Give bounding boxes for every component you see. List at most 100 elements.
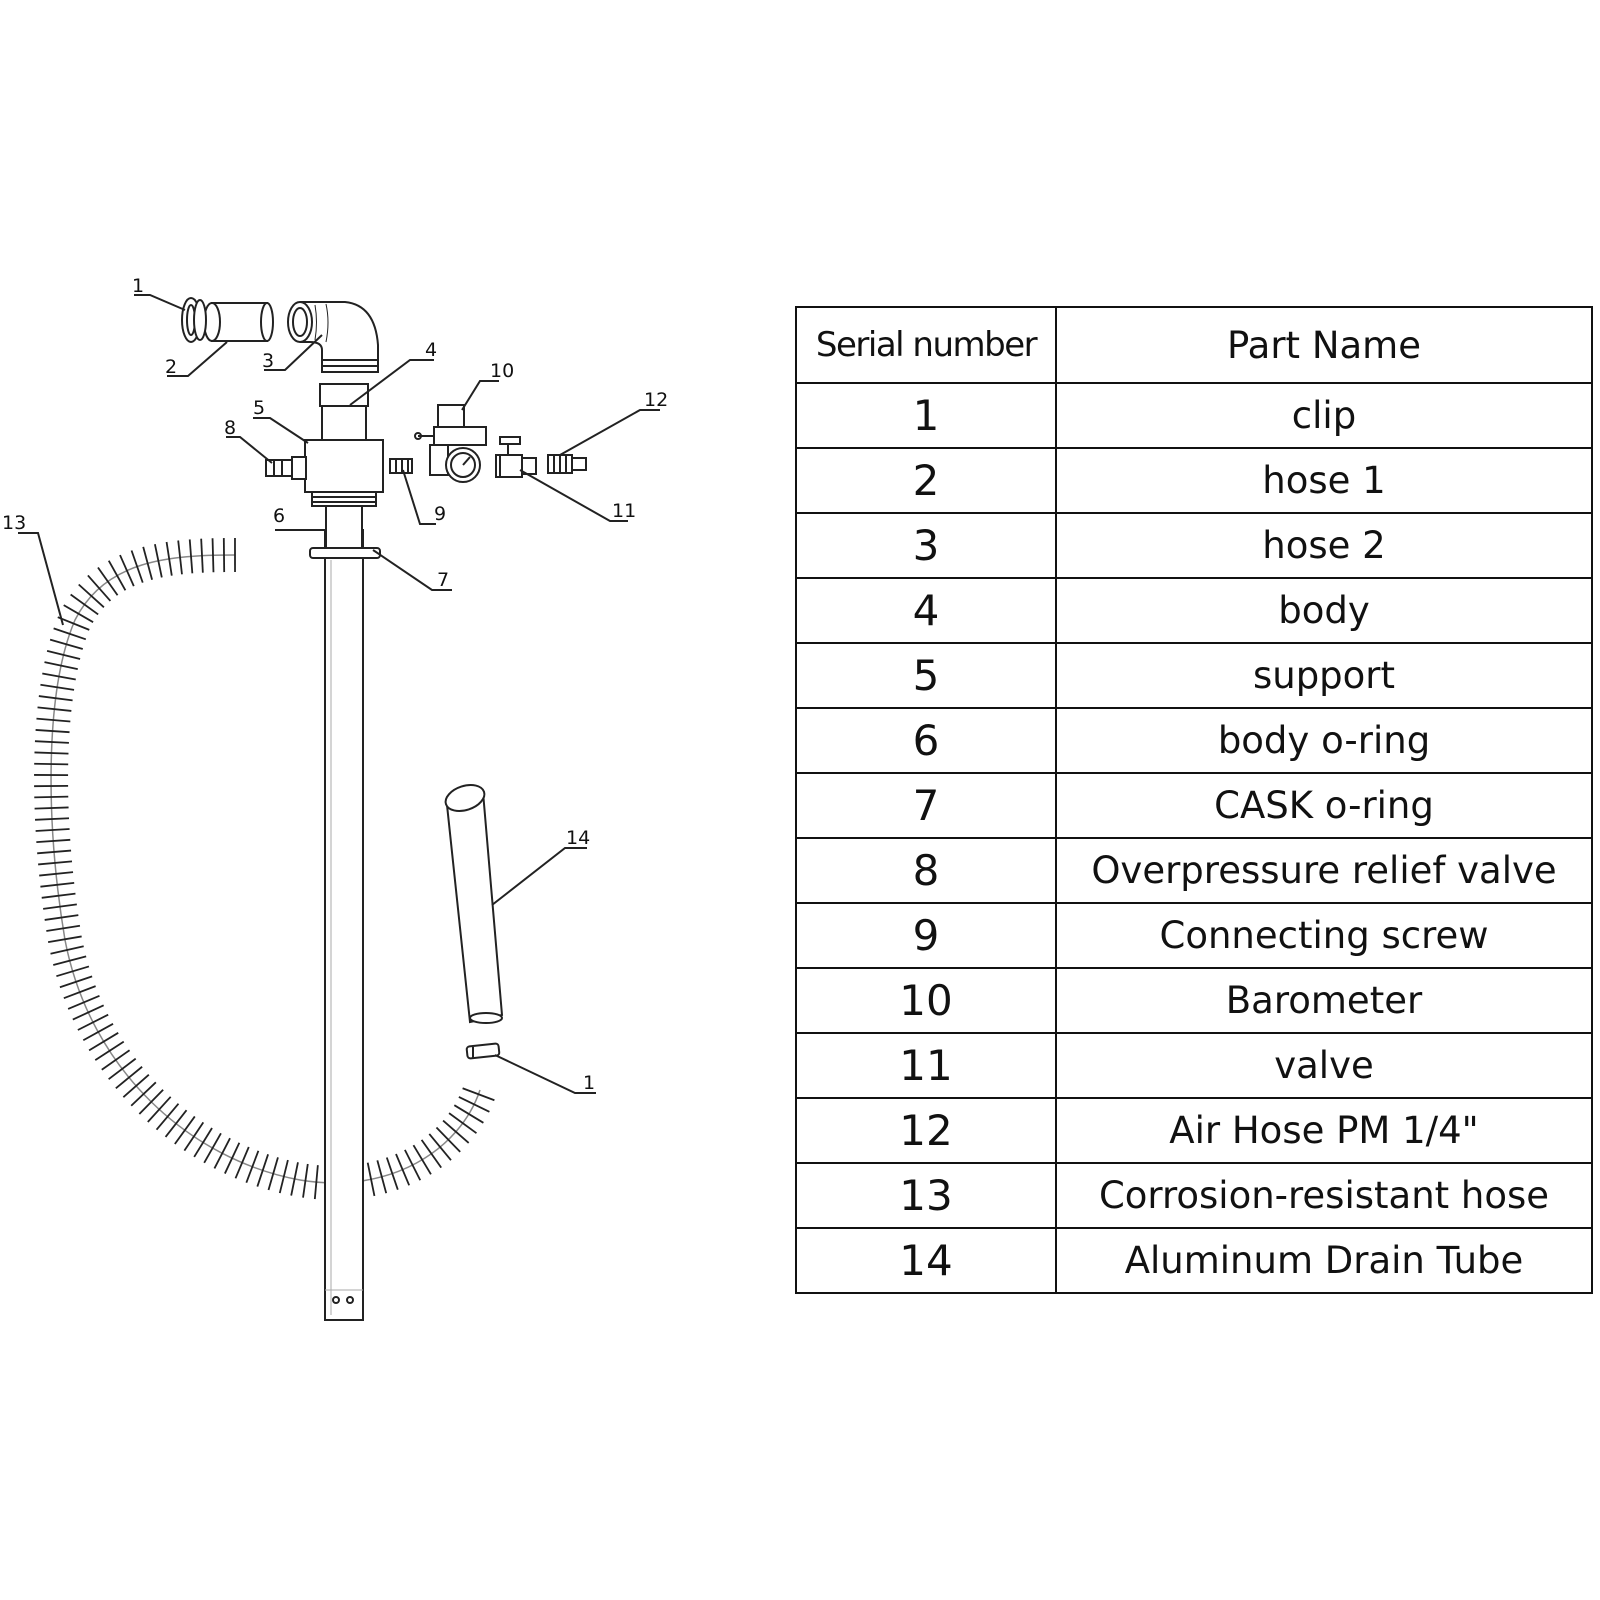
serial-cell: 12 <box>795 1097 1057 1164</box>
hose-rib <box>435 1126 461 1153</box>
body-o-ring <box>325 501 363 549</box>
hose-rib <box>53 627 87 641</box>
hose-rib <box>376 1160 388 1194</box>
hose-rib <box>200 538 204 573</box>
callout-3: 3 <box>262 350 274 372</box>
hose-rib <box>38 860 73 866</box>
hose-rib <box>138 1089 164 1115</box>
hose-rib <box>193 1127 213 1158</box>
callout-6: 6 <box>273 505 285 527</box>
part-name-cell: CASK o-ring <box>1055 772 1593 839</box>
serial-cell: 14 <box>795 1227 1057 1294</box>
callout-9: 9 <box>434 503 446 525</box>
relief-valve <box>265 456 307 480</box>
hose-rib <box>43 903 77 910</box>
hose-rib <box>35 729 70 734</box>
callout-12: 12 <box>644 389 668 411</box>
hose-rib <box>44 661 78 671</box>
hose-rib <box>77 1013 109 1031</box>
hose-rib <box>41 892 76 899</box>
hose-rib <box>188 539 194 574</box>
hose-rib <box>224 1142 241 1174</box>
hose-rib <box>107 560 127 591</box>
main-tube <box>324 529 364 1321</box>
drain-tube <box>444 784 504 1024</box>
callout-1: 1 <box>132 275 144 297</box>
cask-o-ring <box>309 547 381 559</box>
serial-cell: 5 <box>795 642 1057 709</box>
hose-rib <box>97 566 119 596</box>
hose-rib <box>119 554 135 587</box>
hose-rib <box>63 604 94 623</box>
air-hose-fitting <box>547 454 587 474</box>
part-name-cell: Aluminum Drain Tube <box>1055 1227 1593 1294</box>
callout-labels: 1 2 3 4 5 6 7 8 9 10 11 12 13 14 1 <box>2 275 668 1094</box>
part-name-cell: Corrosion-resistant hose <box>1055 1162 1593 1229</box>
hose-rib <box>34 762 69 766</box>
hose-rib <box>203 1132 222 1164</box>
hose-rib <box>39 871 74 877</box>
connecting-screw <box>389 458 413 474</box>
part-name-cell: Overpressure relief valve <box>1055 837 1593 904</box>
serial-cell: 1 <box>795 382 1057 449</box>
hose-rib <box>453 1104 484 1124</box>
serial-cell: 11 <box>795 1032 1057 1099</box>
hose-rib <box>36 838 71 844</box>
hose-rib <box>448 1112 478 1134</box>
part-name-cell: valve <box>1055 1032 1593 1099</box>
hose-rib <box>142 546 153 580</box>
hose-rib <box>44 914 79 921</box>
hose-rib <box>115 1066 143 1089</box>
hose-rib <box>395 1153 410 1186</box>
support-block <box>304 405 384 507</box>
hose-rib <box>130 550 144 583</box>
callout-14: 14 <box>566 827 590 849</box>
hose-rib <box>88 1032 119 1052</box>
hose-rib <box>211 538 215 573</box>
hose-rib <box>164 1109 188 1138</box>
serial-cell: 8 <box>795 837 1057 904</box>
hose-rib <box>34 740 69 744</box>
hose-rib <box>130 1081 157 1107</box>
callout-5: 5 <box>253 397 265 419</box>
hose-rib <box>404 1149 422 1181</box>
callout-2: 2 <box>165 356 177 378</box>
part-name-cell: support <box>1055 642 1593 709</box>
hose-rib <box>256 1154 269 1187</box>
hose-rib <box>290 1162 299 1196</box>
hose-rib <box>174 1115 196 1145</box>
callout-13: 13 <box>2 512 26 534</box>
hose-rib <box>72 1004 105 1021</box>
callout-1-bottom: 1 <box>583 1072 595 1094</box>
part-name-cell: clip <box>1055 382 1593 449</box>
ball-valve <box>495 436 537 478</box>
hose-rib <box>420 1139 442 1169</box>
hose-rib <box>35 817 70 821</box>
hose-rib <box>183 1121 205 1152</box>
part-name-cell: body <box>1055 577 1593 644</box>
hose-rib <box>278 1159 289 1194</box>
elbow-hose <box>287 301 379 373</box>
serial-cell: 2 <box>795 447 1057 514</box>
hose-rib <box>53 955 87 966</box>
hose-rib <box>46 924 81 932</box>
serial-cell: 6 <box>795 707 1057 774</box>
hose-rib <box>94 1040 125 1061</box>
hose-rib <box>35 828 70 832</box>
corrugated-hose <box>34 537 495 1200</box>
callout-4: 4 <box>425 339 437 361</box>
hose-rib <box>234 1146 250 1179</box>
part-name-cell: Air Hose PM 1/4" <box>1055 1097 1593 1164</box>
hose-rib <box>34 751 69 755</box>
hose-rib <box>57 616 90 631</box>
hose-rib <box>37 849 72 855</box>
